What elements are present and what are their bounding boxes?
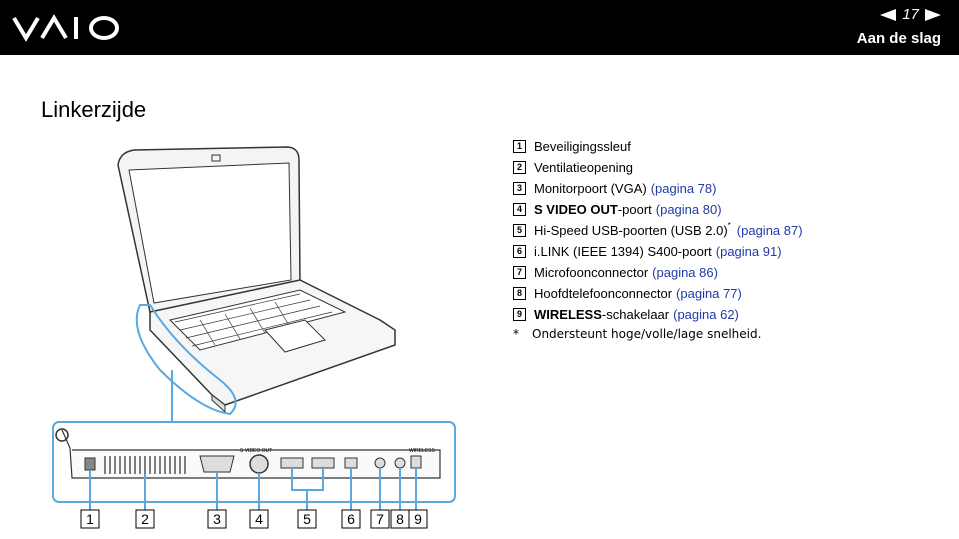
item-text: i.LINK (IEEE 1394) S400-poort (534, 244, 712, 259)
callout-5: 5 (303, 511, 311, 527)
page-link[interactable]: (pagina 91) (715, 244, 782, 259)
item-text: Monitorpoort (VGA) (534, 181, 647, 196)
vaio-logo (12, 14, 119, 42)
page-link[interactable]: (pagina 86) (652, 265, 718, 280)
item-number: 8 (513, 287, 526, 300)
list-item: 3 Monitorpoort (VGA)(pagina 78) (513, 178, 803, 199)
item-number: 4 (513, 203, 526, 216)
item-number: 3 (513, 182, 526, 195)
page-title: Linkerzijde (41, 97, 147, 122)
callout-1: 1 (86, 511, 94, 527)
item-number: 2 (513, 161, 526, 174)
item-bold-text: WIRELESS (534, 307, 602, 322)
item-text: Hi-Speed USB-poorten (USB 2.0) (534, 223, 728, 238)
page-link[interactable]: (pagina 80) (655, 202, 722, 217)
callout-2: 2 (141, 511, 149, 527)
microphone-jack-icon (374, 457, 386, 469)
item-text: Hoofdtelefoonconnector (534, 286, 673, 301)
callout-9: 9 (414, 511, 422, 527)
item-text: Microfoonconnector (534, 265, 649, 280)
list-item: 2 Ventilatieopening (513, 157, 803, 178)
item-text: Beveiligingssleuf (534, 139, 631, 154)
footnote: * Ondersteunt hoge/volle/lage snelheid. (513, 327, 761, 341)
wireless-switch-icon (410, 455, 422, 469)
item-number: 6 (513, 245, 526, 258)
wireless-port-label: WIRELESS (409, 448, 436, 454)
ilink-port-icon (344, 457, 358, 469)
item-number: 9 (513, 308, 526, 321)
item-number: 5 (513, 224, 526, 237)
page-number: 17 (902, 6, 919, 23)
list-item: 7 Microfoonconnector(pagina 86) (513, 262, 803, 283)
item-text: -poort (617, 202, 652, 217)
list-item: 9 WIRELESS-schakelaar(pagina 62) (513, 304, 803, 325)
page-link[interactable]: (pagina 87) (736, 223, 803, 238)
list-item: 5 Hi-Speed USB-poorten (USB 2.0)* (pagina … (513, 220, 803, 241)
callout-3: 3 (213, 511, 221, 527)
item-number: 1 (513, 140, 526, 153)
footnote-mark: * (727, 221, 731, 230)
page-link[interactable]: (pagina 77) (676, 286, 742, 301)
list-item: 6 i.LINK (IEEE 1394) S400-poort(pagina 91… (513, 241, 803, 262)
header-bar: 17 Aan de slag (0, 0, 959, 55)
callout-4: 4 (255, 511, 263, 527)
page-link[interactable]: (pagina 62) (673, 307, 739, 322)
list-item: 1 Beveiligingssleuf (513, 136, 803, 157)
callout-8: 8 (396, 511, 404, 527)
svideo-port-icon (249, 454, 269, 474)
item-text: -schakelaar (601, 307, 670, 322)
vga-port-icon (199, 455, 235, 473)
page-navigation: 17 (880, 6, 941, 23)
next-page-icon[interactable] (925, 8, 941, 21)
usb-port-icon (280, 457, 304, 469)
callout-7: 7 (376, 511, 384, 527)
svideo-port-label: S VIDEO OUT (240, 448, 272, 454)
list-item: 8 Hoofdtelefoonconnector(pagina 77) (513, 283, 803, 304)
previous-page-icon[interactable] (880, 8, 897, 21)
list-item: 4 S VIDEO OUT-poort(pagina 80) (513, 199, 803, 220)
section-title: Aan de slag (856, 30, 941, 47)
item-number: 7 (513, 266, 526, 279)
footnote-star: * (513, 327, 519, 341)
item-text: Ventilatieopening (534, 160, 634, 175)
callout-6: 6 (347, 511, 355, 527)
page-link[interactable]: (pagina 78) (650, 181, 717, 196)
security-slot-icon (84, 457, 96, 471)
usb-port-icon (311, 457, 335, 469)
footnote-text: Ondersteunt hoge/volle/lage snelheid. (532, 327, 762, 341)
vent-icon (104, 456, 186, 474)
headphone-jack-icon (394, 457, 406, 469)
item-bold-text: S VIDEO OUT (534, 202, 618, 217)
